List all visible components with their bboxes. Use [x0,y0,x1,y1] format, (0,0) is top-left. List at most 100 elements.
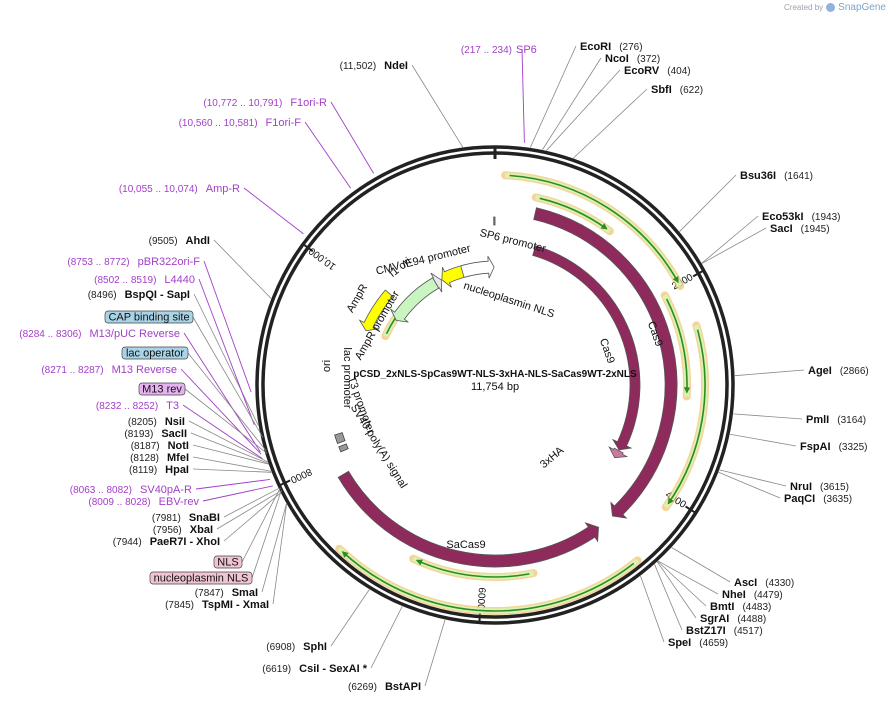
enzyme-name: Eco53kI [762,211,804,223]
enzyme-leader [193,293,259,426]
enzyme-leader [729,433,797,447]
enzyme-leader [529,45,577,148]
primer-name: pBR322ori-F [138,256,201,268]
primer-leader [182,404,263,460]
enzyme-name: AscI [734,577,757,589]
enzyme-name: SmaI [232,587,258,599]
boxed-label-bg [213,555,243,569]
primer-position: (10,560 .. 10,581) [179,118,258,129]
primer-leader [202,485,273,502]
enzyme-position: (1943) [812,212,841,223]
enzyme-leader [272,503,287,605]
orf-arrow [667,329,706,505]
primer-position: (8232 .. 8252) [96,401,158,412]
enzyme-name: PmlI [806,414,829,426]
enzyme-leader [188,420,268,463]
primer-name: M13 Reverse [112,364,177,376]
feature-label-ampr: AmpR [345,282,371,315]
enzyme-position: (8119) [129,465,157,476]
enzyme-name: SgrAI [700,613,729,625]
enzyme-leader [546,69,621,151]
enzyme-position: (3615) [820,482,849,493]
enzyme-name: PaqCI [784,493,815,505]
boxed-label-bg [138,382,186,396]
enzyme-position: (7981) [152,513,181,524]
ruler-label: 10,000 [307,245,339,272]
enzyme-leader [213,239,272,299]
primer-position: (8753 .. 8772) [67,257,129,268]
ruler-tick [692,269,705,278]
feature-arrow [533,207,678,519]
enzyme-position: (1945) [801,224,830,235]
enzyme-leader [261,503,287,593]
orf-arrow [415,559,530,578]
primer-leader [198,278,255,425]
primer-leader [243,187,304,235]
box-leader [251,489,282,579]
feature-arrow [337,470,599,568]
orf-band [504,172,683,288]
enzyme-leader [733,413,803,420]
small-feature-marker [493,216,496,226]
box-leader [192,316,264,438]
orf-arrow [665,298,691,394]
enzyme-name: HpaI [165,464,189,476]
primer-leader [304,121,352,189]
primer-name: SV40pA-R [140,484,192,496]
enzyme-position: (8496) [88,290,117,301]
feature-label-cas9_inner: Cas9 [597,337,617,365]
enzyme-name: SphI [303,641,327,653]
enzyme-position: (622) [680,85,703,96]
enzyme-position: (11,502) [340,61,377,72]
enzyme-position: (1641) [784,171,813,182]
enzyme-name: XbaI [190,524,213,536]
enzyme-name: NotI [168,440,189,452]
primer-leader [330,101,375,174]
enzyme-leader [679,174,737,232]
enzyme-leader [671,547,731,583]
primer-leader [180,368,262,455]
enzyme-name: EcoRV [624,65,660,77]
enzyme-position: (4479) [754,590,783,601]
feature-label-sv40: SV40 poly(A) signal [348,402,409,490]
leader-lines [180,45,805,687]
feature-arrow [390,277,440,323]
orf-highlight [501,171,685,290]
primer-position: (10,055 .. 10,074) [119,184,198,195]
box-leader [241,487,281,563]
enzyme-position: (7845) [165,600,194,611]
enzyme-name: TspMI - XmaI [202,599,269,611]
enzyme-leader [654,564,683,631]
enzyme-position: (3635) [823,494,852,505]
enzyme-name: Bsu36I [740,170,776,182]
primer-leader [183,332,261,453]
ruler-tick [278,479,291,487]
boxed-label: lac operator [126,348,184,360]
enzyme-position: (4330) [765,578,794,589]
enzyme-position: (8193) [124,429,153,440]
enzyme-name: FspAI [800,441,831,453]
enzyme-leader [424,619,446,687]
enzyme-leader [370,606,403,669]
orf-layer [335,171,709,615]
primer-position: (217 .. 234) [461,45,512,56]
enzyme-name: SacII [161,428,187,440]
primer-position: (8502 .. 8519) [94,275,156,286]
enzyme-leader [192,456,272,472]
enzyme-position: (8205) [128,417,157,428]
orf-arrow [341,551,635,612]
plasmid-size: 11,754 bp [471,381,519,393]
small-feature-marker [334,432,346,445]
primer-name: T3 [166,400,179,412]
box-leader [184,388,268,454]
boxed-label: CAP binding site [108,312,189,324]
enzyme-leader [701,227,767,264]
enzyme-position: (9505) [149,236,178,247]
ruler-label: 6000 [475,587,487,610]
enzyme-leader [192,468,272,473]
enzyme-leader [223,488,279,518]
small-feature-marker [338,443,349,453]
primer-position: (8284 .. 8306) [19,329,81,340]
enzyme-name: EcoRI [580,41,611,53]
